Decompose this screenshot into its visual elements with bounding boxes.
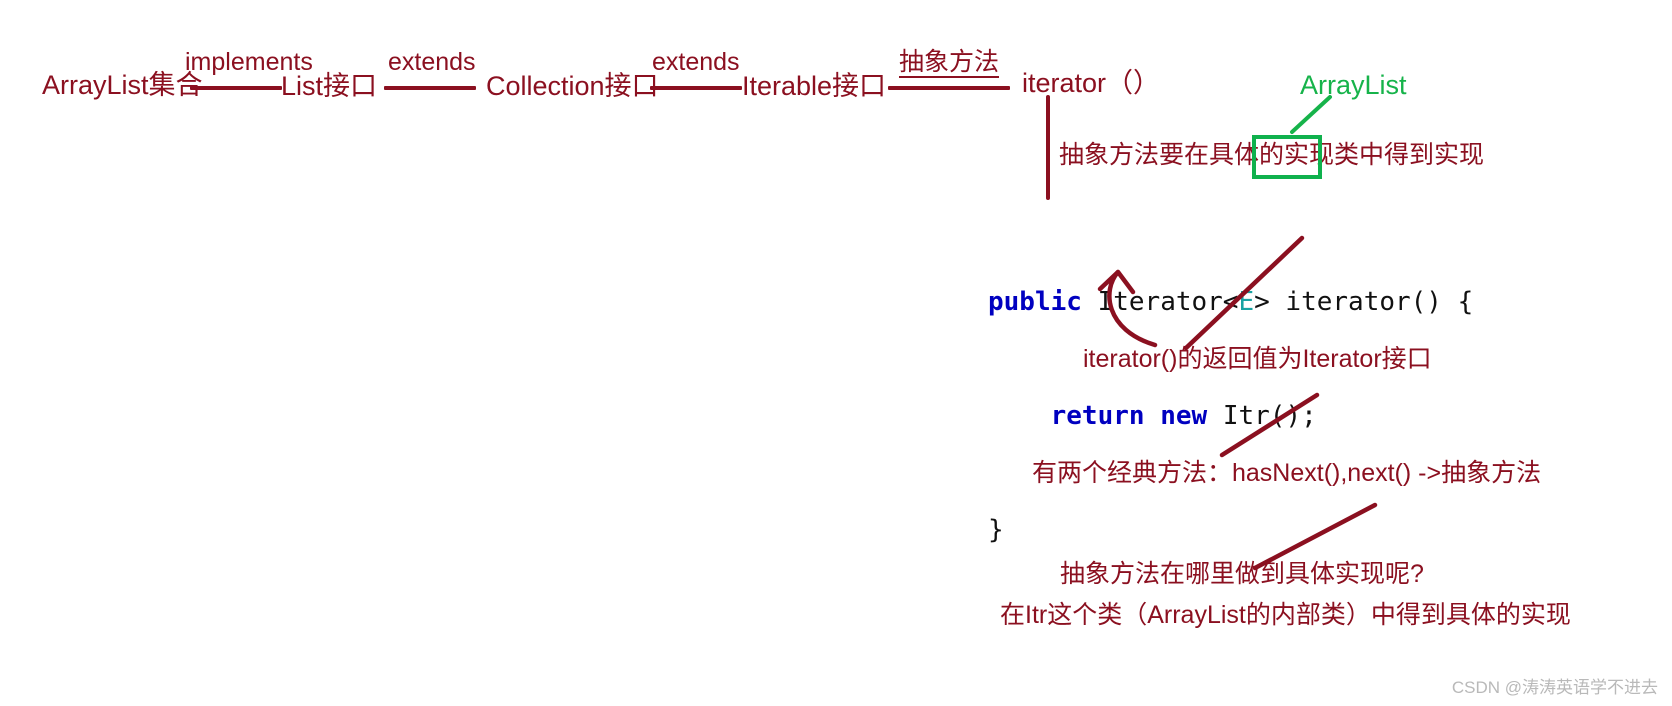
code-line-3: } <box>988 511 1473 549</box>
csdn-watermark: CSDN @涛涛英语学不进去 <box>1451 678 1658 697</box>
code-keyword-public: public <box>988 287 1082 317</box>
green-highlight-box <box>1252 135 1322 179</box>
note-itr-inner-class-answer: 在Itr这个类（ArrayList的内部类）中得到具体的实现 <box>1000 601 1571 629</box>
chain-connector-line-1 <box>190 86 282 90</box>
note-where-implemented-question: 抽象方法在哪里做到具体实现呢? <box>1060 560 1424 588</box>
code-space <box>1145 401 1161 431</box>
chain-connector-line-3 <box>650 86 742 90</box>
code-line-2: return new Itr(); <box>988 397 1473 435</box>
chain-connector-label-extends-1: extends <box>388 48 476 76</box>
code-keyword-new: new <box>1160 401 1208 431</box>
chain-node-collection: Collection接口 <box>486 71 659 101</box>
chain-connector-line-2 <box>384 86 476 90</box>
chain-connector-line-4 <box>888 86 1010 90</box>
chain-connector-label-extends-2: extends <box>652 48 740 76</box>
code-text-itr-call: Itr(); <box>1207 401 1317 431</box>
code-text-signature-tail: > iterator() { <box>1254 287 1474 317</box>
code-text-iterator-type: Iterator< <box>1081 287 1239 317</box>
chain-connector-label-abstract-method: 抽象方法 <box>899 48 1000 78</box>
code-generic-parameter: E <box>1238 287 1255 317</box>
code-line-1: public Iterator<E> iterator() { <box>988 283 1473 321</box>
highlight-label-arraylist: ArrayList <box>1300 70 1407 100</box>
green-pointer-line <box>1290 95 1332 134</box>
note-iterator-return-type: iterator()的返回值为Iterator接口 <box>1083 345 1432 373</box>
chain-node-arraylist: ArrayList集合 <box>42 70 203 100</box>
code-keyword-return: return <box>1050 401 1145 431</box>
chain-node-list: List接口 <box>281 71 378 101</box>
chain-node-iterator-method: iterator（） <box>1022 68 1161 98</box>
code-indent <box>988 401 1051 431</box>
note-abstract-must-be-implemented: 抽象方法要在具体的实现类中得到实现 <box>1059 143 1484 168</box>
code-closing-brace: } <box>988 515 1004 545</box>
chain-connector-label-implements: implements <box>185 48 313 76</box>
note-two-classic-methods: 有两个经典方法：hasNext(),next() ->抽象方法 <box>1032 459 1542 487</box>
chain-node-iterable: Iterable接口 <box>742 71 887 101</box>
note-line1-suffix: 中得到实现 <box>1359 141 1485 169</box>
note-line1-prefix: 抽象方法要在具体的 <box>1059 141 1285 169</box>
